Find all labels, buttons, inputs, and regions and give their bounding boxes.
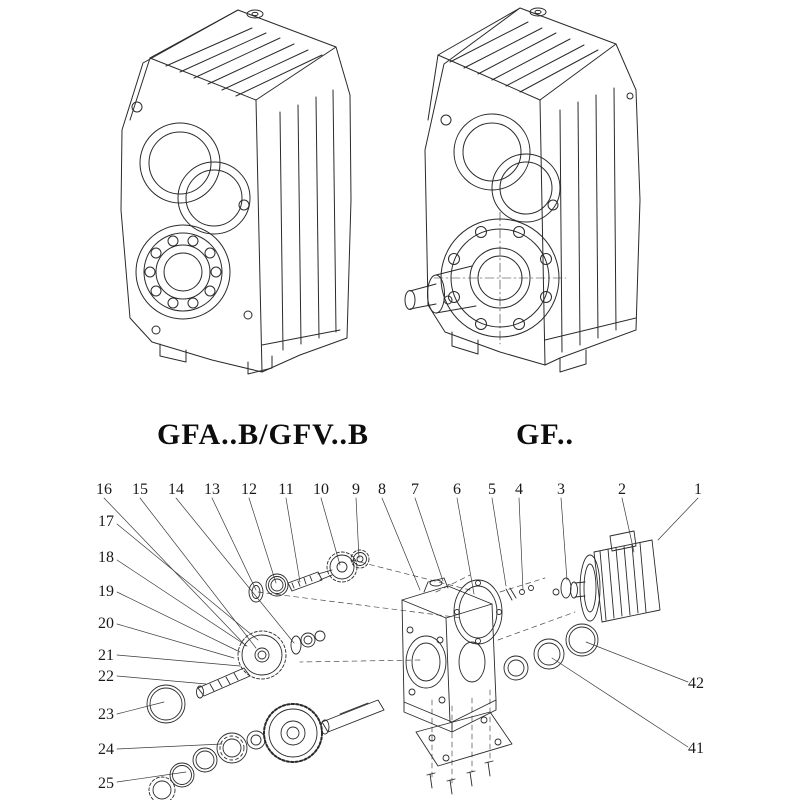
large-ring-drawing: [146, 684, 186, 724]
part-number-21: 21: [98, 647, 114, 664]
part-number-14: 14: [168, 481, 184, 498]
part-number-1: 1: [694, 481, 702, 498]
part-number-25: 25: [98, 775, 114, 792]
part-number-7: 7: [411, 481, 419, 498]
part-number-17: 17: [98, 513, 114, 530]
part-number-24: 24: [98, 741, 114, 758]
part-number-2: 2: [618, 481, 626, 498]
output-gear-drawing: [263, 703, 323, 763]
part-number-12: 12: [241, 481, 257, 498]
gasket-ring-drawing: [453, 579, 503, 645]
part-number-41: 41: [688, 740, 704, 757]
part-number-22: 22: [98, 668, 114, 685]
part-number-18: 18: [98, 549, 114, 566]
motor-drawing: [570, 530, 661, 623]
coupling-parts-drawing: [505, 577, 572, 601]
part-number-8: 8: [378, 481, 386, 498]
gearbox-gf-drawing: [404, 7, 641, 373]
part-number-9: 9: [352, 481, 360, 498]
part-number-13: 13: [204, 481, 220, 498]
part-number-3: 3: [557, 481, 565, 498]
part-number-16: 16: [96, 481, 112, 498]
gearbox-gfa-drawing: [120, 9, 352, 375]
cover-plate-drawing: [415, 711, 513, 795]
leader-lines: [103, 497, 699, 783]
housing-drawing: [401, 577, 497, 733]
output-shaft-drawing: [320, 699, 385, 735]
part-number-10: 10: [313, 481, 329, 498]
part-number-11: 11: [278, 481, 294, 498]
part-number-23: 23: [98, 706, 114, 723]
part-number-20: 20: [98, 615, 114, 632]
bearing-parts-drawing: [148, 730, 266, 800]
input-pinion-assembly-drawing: [248, 549, 370, 603]
part-number-42: 42: [688, 675, 704, 692]
caption-gf: GF..: [516, 418, 574, 451]
exploded-view-drawing: [146, 530, 661, 800]
caption-gfa: GFA..B/GFV..B: [157, 418, 369, 451]
part-number-19: 19: [98, 583, 114, 600]
part-number-5: 5: [488, 481, 496, 498]
ring-parts-drawing: [503, 623, 599, 681]
part-number-15: 15: [132, 481, 148, 498]
intermediate-gear-drawing: [237, 630, 326, 680]
input-shaft-drawing: [196, 667, 251, 699]
part-number-4: 4: [515, 481, 523, 498]
part-number-6: 6: [453, 481, 461, 498]
assembly-axis-lines: [257, 559, 576, 786]
